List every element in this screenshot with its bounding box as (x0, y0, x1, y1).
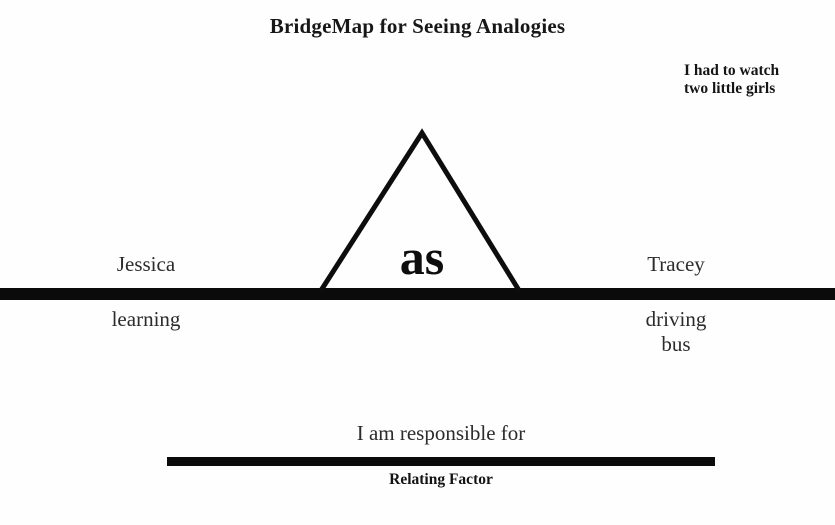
right-pair-bottom-line-2: bus (661, 332, 691, 357)
page-title: BridgeMap for Seeing Analogies (269, 14, 566, 38)
bridge-bar (0, 288, 835, 300)
relating-factor-bar (167, 457, 715, 466)
annotation-line-1: I had to watch (684, 62, 780, 79)
left-pair-top-term: Jessica (116, 252, 176, 276)
relating-word: as (399, 229, 445, 285)
relating-factor-label: Relating Factor (389, 471, 493, 488)
right-pair-top-term: Tracey (647, 252, 705, 276)
relating-word-triangle (317, 128, 523, 294)
annotation-note: I had to watch two little girls (684, 62, 824, 99)
right-pair-bottom-term: driving bus (606, 307, 746, 357)
annotation-line-2: two little girls (684, 80, 776, 98)
right-pair-bottom-line-1: driving (645, 307, 707, 331)
left-pair-bottom-term: learning (111, 307, 181, 331)
relating-factor-phrase: I am responsible for (356, 421, 526, 445)
triangle-outline (317, 128, 523, 294)
